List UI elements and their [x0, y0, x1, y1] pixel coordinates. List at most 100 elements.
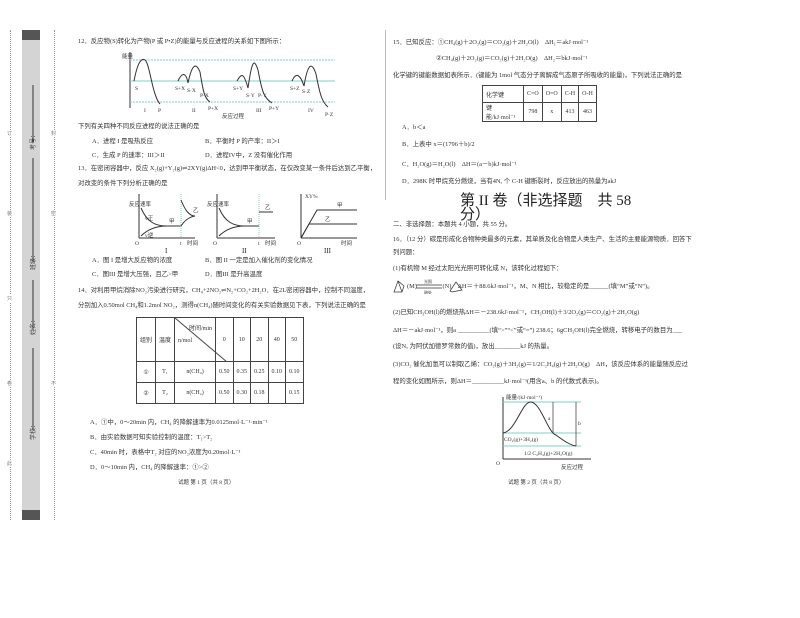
seal-char: 订 — [7, 130, 13, 137]
q14-option-b: B．由实验数据可知实验控制的温度：T₁>T₂ — [90, 434, 213, 441]
svg-text:O: O — [135, 241, 139, 247]
svg-text:光照: 光照 — [424, 278, 432, 284]
q15-option-b: B．上表中 x＝(1796＋b)/2 — [402, 141, 475, 148]
svg-text:P·Z: P·Z — [325, 112, 334, 118]
q12-stem: 12．反应物(S)转化为产物(P 或 P•Z)的能量与反应进程的关系如下图所示： — [78, 38, 286, 45]
q16-stem2: 列问题： — [393, 249, 419, 256]
svg-text:甲: 甲 — [247, 218, 253, 225]
q15-line2: ②CH₄(g)＋2O₂(g)＝CO₂(g)＋2H₂O(g) ΔH₂＝bkJ·mo… — [436, 55, 588, 62]
svg-text:S·Y: S·Y — [246, 93, 255, 99]
svg-text:能量/(kJ·mol⁻¹): 能量/(kJ·mol⁻¹) — [506, 393, 542, 401]
q16-part2-line3: (设Nₐ 为阿伏加德罗常数的值)，放出________kJ 的热量。 — [393, 343, 554, 350]
svg-text:乙: 乙 — [265, 204, 271, 211]
q16-part1: (1)有机物 M 经过太阳光光照可转化成 N，该转化过程如下： — [393, 265, 563, 272]
q14-stem: 14．对利用甲烷消除NO₂污染进行研究，CH₄+2NO₂⇌N₂+CO₂+2H₂O… — [78, 287, 370, 294]
q13-option-a: A．图 I 是增大反应物的浓度 — [92, 257, 173, 264]
binding-strip — [22, 30, 40, 520]
svg-text:P+X: P+X — [208, 106, 218, 112]
svg-text:反应速率: 反应速率 — [207, 200, 230, 208]
seal-char: 卷 — [7, 380, 13, 387]
x-label: 反应过程 — [222, 112, 245, 120]
seal-char: 装 — [7, 210, 13, 217]
q14-stem2: 分别加入0.50mol CH₄和1.2mol NO₂，测得n(CH₄)随时间变化… — [78, 302, 366, 309]
q15-option-d: D．298K 时甲烷充分燃烧，当有4Nₐ 个 C-H 键断裂时，反应放出的热量为… — [402, 178, 617, 185]
svg-text:III: III — [256, 108, 262, 114]
svg-text:b: b — [578, 421, 581, 427]
svg-text:a: a — [548, 416, 551, 422]
blank-lines — [32, 85, 34, 430]
page-footer-1: 试题 第 1 页（共 8 页） — [178, 480, 235, 486]
svg-text:XY%: XY% — [305, 194, 318, 200]
graph-3-name: III — [324, 247, 332, 255]
q15-line1: 15．已知反应：①CH₄(g)＋2O₂(g)＝CO₂(g)＋2H₂O(l) ΔH… — [393, 39, 589, 46]
svg-text:O: O — [297, 241, 301, 247]
svg-text:I: I — [144, 108, 146, 114]
q16-part3-line1: (3)CO₂ 催化加氢可以制取乙烯：CO₂(g)＋3H₂(g)＝1/2C₂H₄(… — [393, 361, 688, 368]
q16-part2-line1: (2)已知CH₃OH(l)的燃烧热ΔH＝－238.6kJ·mol⁻¹，CH₃OH… — [393, 309, 640, 316]
q13-option-b: B．图 II 一定是加入催化剂的变化情况 — [205, 257, 313, 264]
svg-text:t: t — [180, 241, 182, 247]
q14-option-a: A．①中，0～20min 内，CH₄ 的降解速率为0.0125mol·L⁻¹·m… — [90, 419, 268, 426]
q12-option-b: B．平衡时 P 的产率：II＞I — [205, 138, 280, 145]
svg-text:P: P — [158, 108, 161, 114]
seal-char: 此 — [7, 460, 13, 467]
svg-text:P·X: P·X — [200, 93, 209, 99]
seal-char: 不 — [51, 380, 57, 387]
q12-option-d: D．进程IV中，Z 没有催化作用 — [205, 152, 293, 159]
seal-char: 封 — [51, 130, 57, 137]
q14-option-c: C．40min 时，表格中T₂ 对应的NO₂浓度为0.20mol·L⁻¹ — [90, 449, 241, 456]
svg-text:反应过程: 反应过程 — [561, 463, 584, 471]
seal-char: 密 — [51, 210, 57, 217]
graph-3: XY% 甲 乙 O 时间 III — [297, 194, 357, 255]
seal-line-left — [10, 30, 11, 520]
svg-text:O: O — [213, 241, 217, 247]
q13-option-c: C．图III 是增大压强，且乙>甲 — [92, 271, 179, 278]
q14-option-d: D．0～10min 内，CH₄ 的降解速率：①>② — [90, 464, 209, 471]
q13-stem2: 对改变的条件下列分析正确的是 — [78, 180, 168, 187]
svg-text:甲: 甲 — [169, 218, 175, 225]
q15-option-c: C．H₂O(g)＝H₂O(l) ΔH＝(a－b)kJ·mol⁻¹ — [402, 161, 517, 168]
svg-text:乙: 乙 — [325, 216, 331, 223]
section-note: 二、非选择题：本题共 4 小题，共 55 分。 — [393, 221, 512, 228]
svg-text:v逆: v逆 — [145, 231, 154, 239]
svg-text:1/2 C₂H₄(g)+2H₂O(g): 1/2 C₂H₄(g)+2H₂O(g) — [524, 450, 573, 457]
q16-part2-line2: ΔH＝－akJ·mol⁻¹，则a __________(填“>”“<”或“=”)… — [393, 327, 683, 334]
q16-part1-equation: (M) (N) ΔH＝＋88.6kJ·mol⁻¹，M、N 相比，较稳定的是___… — [407, 283, 654, 290]
svg-text:t: t — [258, 241, 260, 247]
y-label: 能量 — [122, 52, 134, 60]
graph-2-name: II — [242, 247, 247, 255]
column-divider — [385, 30, 386, 200]
seal-line-right — [54, 30, 55, 520]
q12-option-c: C．生成 P 的速率：III＞II — [92, 152, 165, 159]
svg-text:O: O — [496, 461, 500, 467]
section-title-cont: 分） — [460, 207, 491, 223]
seal-char: 只 — [7, 295, 13, 302]
graph-1-name: I — [165, 247, 168, 255]
svg-text:P+Y: P+Y — [269, 106, 279, 112]
svg-text:S+X: S+X — [175, 86, 185, 92]
q15-option-a: A．b＜a — [402, 124, 426, 131]
svg-text:反应速率: 反应速率 — [129, 200, 152, 208]
svg-text:时间: 时间 — [341, 239, 352, 247]
section-title: 第 II 卷（非选择题 共 58 — [460, 193, 632, 209]
svg-text:v正: v正 — [145, 215, 154, 222]
svg-text:甲: 甲 — [337, 202, 343, 209]
svg-text:P·Y: P·Y — [258, 93, 267, 99]
svg-text:S+Y: S+Y — [233, 86, 243, 92]
svg-text:时间: 时间 — [265, 239, 276, 247]
q16-part3-line2: 程的变化如图所示，则ΔH＝__________kJ·mol⁻¹(用含a、b 的代… — [393, 378, 603, 385]
page-footer-2: 试题 第 2 页（共 8 页） — [508, 480, 565, 486]
svg-text:II: II — [192, 108, 196, 114]
svg-text:暗处: 暗处 — [424, 289, 432, 294]
